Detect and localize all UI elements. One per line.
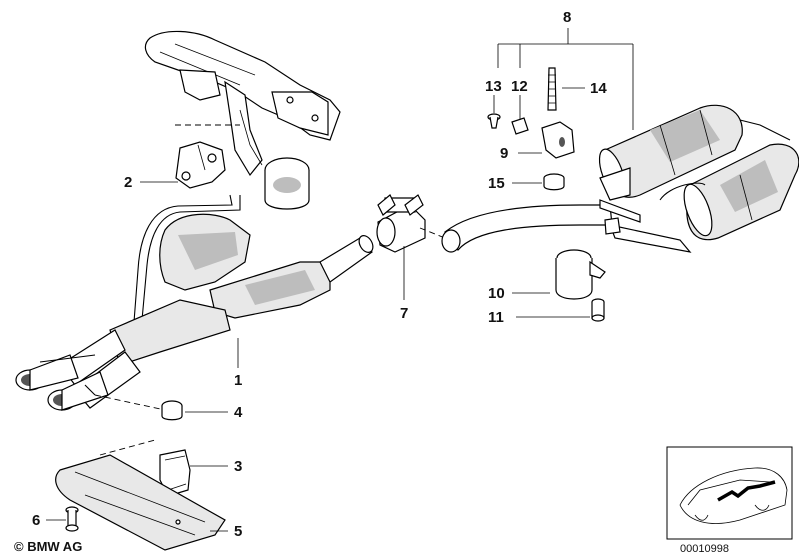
label-part-5: 5 [234,523,242,540]
callout-lines [46,28,634,532]
label-part-7: 7 [400,305,408,322]
car-location-inset: 00010998 [666,446,793,555]
label-part-9: 9 [500,145,508,162]
label-part-3: 3 [234,458,242,475]
label-part-15: 15 [488,175,505,192]
diagram-number: 00010998 [680,543,729,555]
bracket-part-2 [175,141,226,189]
fastener-group [487,67,575,191]
label-part-14: 14 [590,80,607,97]
rubber-mount-part-10 [555,249,606,300]
lower-parts-group [55,400,226,551]
rear-silencer-part-8 [441,104,799,253]
body-mount-bracket-illustration [144,30,341,210]
bolt-part-11 [591,298,605,322]
front-pipe-catalyst-part-1 [15,194,374,411]
copyright-text: © BMW AG [14,539,82,554]
label-part-8: 8 [563,9,571,26]
label-part-10: 10 [488,285,505,302]
label-part-2: 2 [124,174,132,191]
label-part-11: 11 [488,309,504,326]
part-labels: 1 2 3 4 5 6 7 8 9 10 11 12 13 14 15 [32,9,607,540]
clamp-part-7 [376,194,451,253]
label-part-12: 12 [511,78,528,95]
label-part-6: 6 [32,512,40,529]
label-part-13: 13 [485,78,502,95]
label-part-4: 4 [234,404,243,421]
label-part-1: 1 [234,372,242,389]
